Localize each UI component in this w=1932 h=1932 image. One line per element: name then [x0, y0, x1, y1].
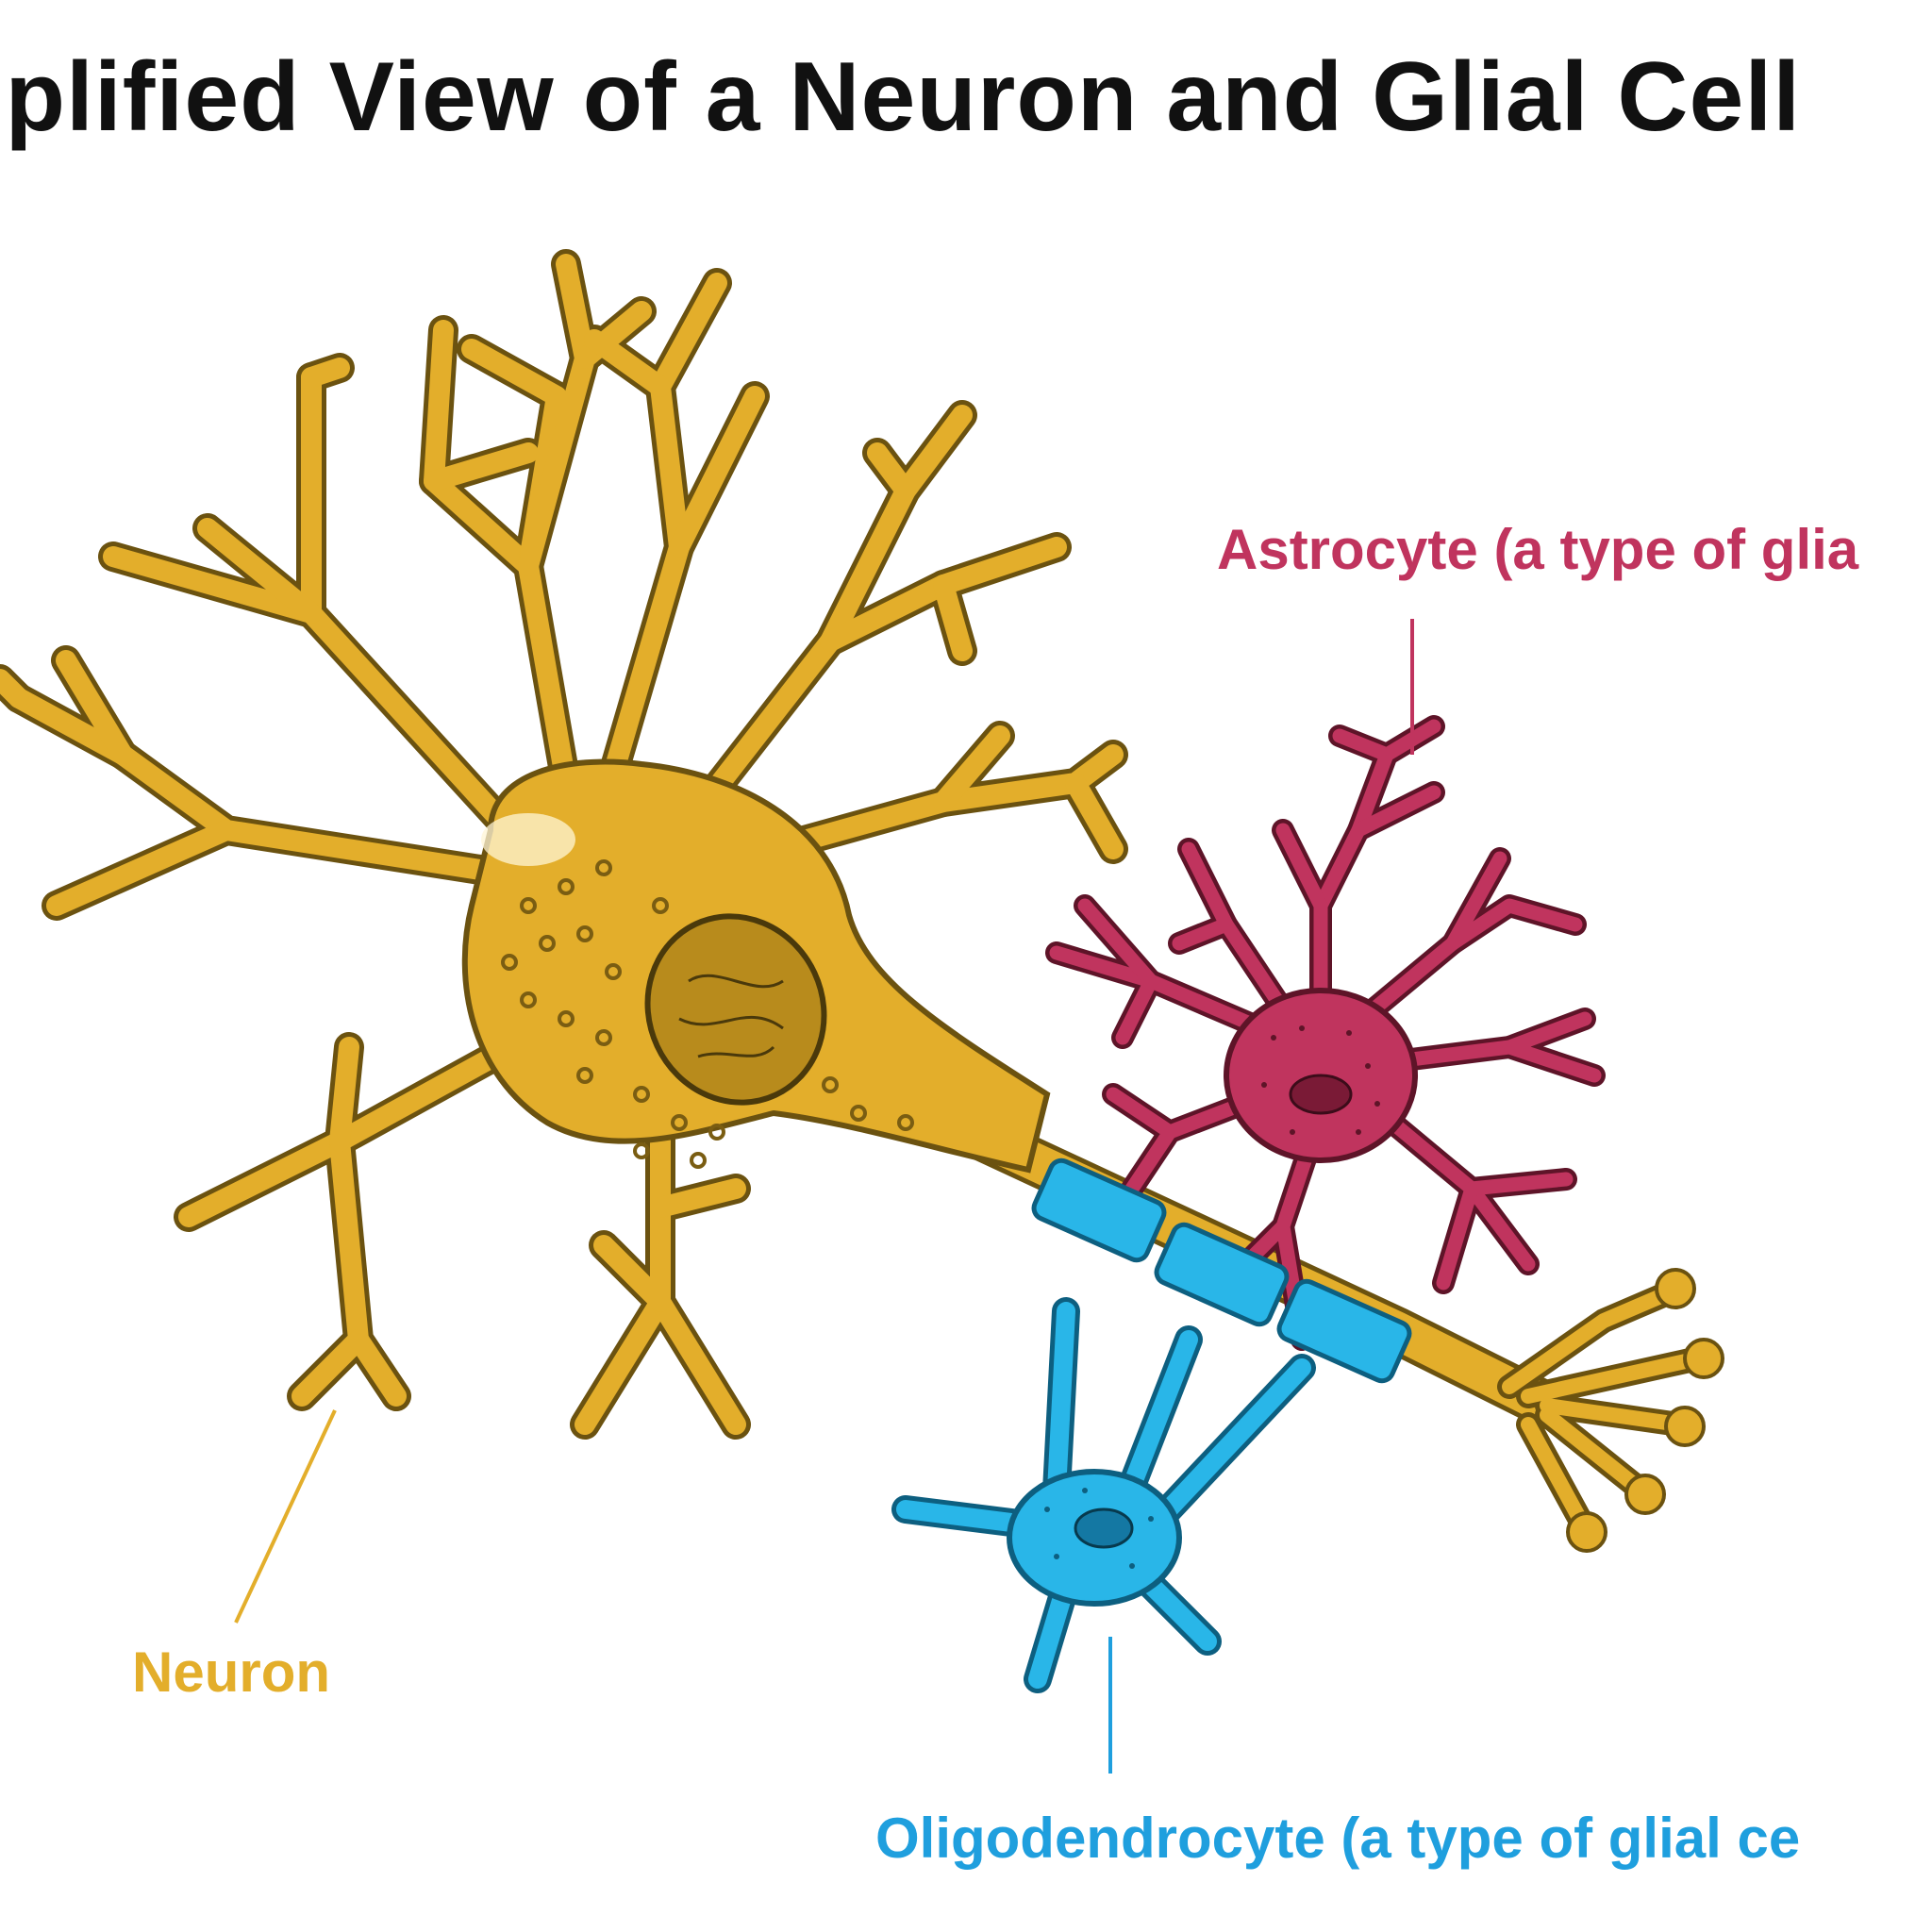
neuron-organelles [501, 859, 914, 1169]
nucleus-chromatin [678, 974, 784, 1058]
oligodendrocyte-label: Oligodendrocyte (a type of glial ce [875, 1807, 1801, 1870]
neuron-nucleus [644, 913, 827, 1106]
page-title: mplified View of a Neuron and Glial Cell [0, 42, 1802, 152]
neuron-soma [461, 758, 1051, 1174]
myelin-sheaths [1031, 1158, 1412, 1384]
oligodendrocyte-organelles [1044, 1488, 1154, 1569]
astrocyte-label: Astrocyte (a type of glia [1217, 518, 1859, 581]
oligodendrocyte-nucleus [1074, 1507, 1134, 1549]
astrocyte-nucleus [1289, 1074, 1353, 1115]
oligodendrocyte [891, 1158, 1412, 1693]
axon-terminals [1497, 1268, 1724, 1553]
leader-lines [234, 619, 1414, 1774]
neuron [0, 249, 1724, 1553]
neuron-label: Neuron [132, 1641, 330, 1704]
soma-highlight [481, 813, 575, 866]
astrocyte-organelles [1261, 1025, 1380, 1135]
neuron-dendrites [0, 249, 1128, 1440]
neuron-leader-line [234, 1409, 337, 1624]
